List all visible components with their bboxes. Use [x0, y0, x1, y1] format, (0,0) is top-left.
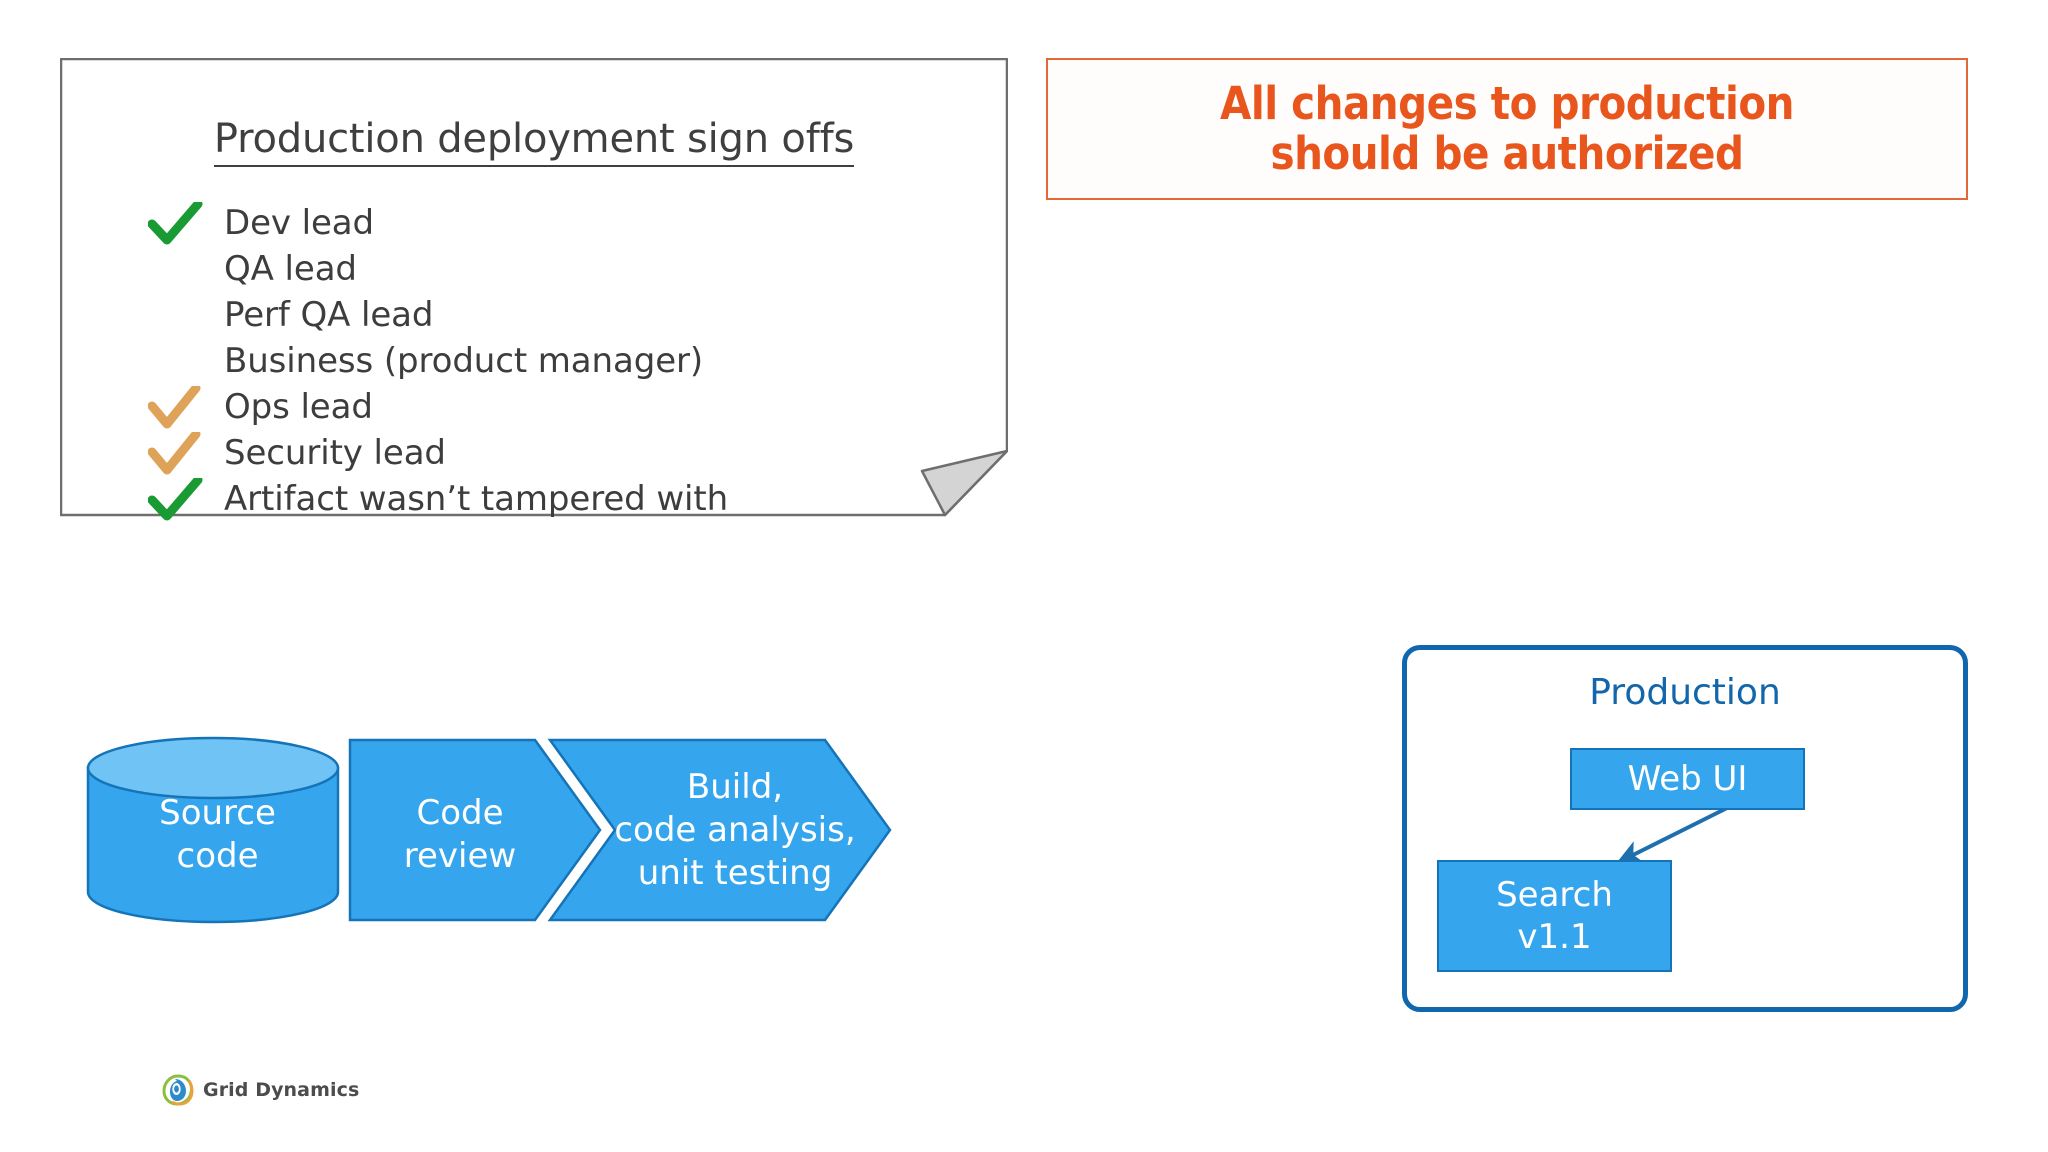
tan-check-icon [148, 386, 201, 429]
note-title-text: Production deployment sign offs [213, 116, 854, 167]
brand-logo: Grid Dynamics [162, 1073, 359, 1107]
web-ui-node-label: Web UI [1627, 758, 1748, 799]
brand-name: Grid Dynamics [203, 1079, 360, 1101]
authorization-line-2: should be authorized [1270, 127, 1744, 180]
tan-check-icon [148, 432, 201, 475]
ci-pipeline-diagram: Source code Code review Build, code anal… [80, 730, 910, 940]
web-ui-node[interactable]: Web UI [1570, 748, 1805, 810]
signoff-label: Business (product manager) [224, 341, 704, 381]
search-node[interactable]: Search v1.1 [1437, 860, 1672, 972]
green-check-icon [148, 202, 203, 245]
build-chevron [547, 738, 892, 922]
green-check-icon [148, 478, 203, 521]
search-node-label: Search [1496, 874, 1613, 915]
production-environment-box: Production Web UI Search v1.1 [1402, 645, 1968, 1012]
signoff-row: Dev lead [148, 200, 968, 246]
note-paper-shape [60, 58, 1008, 517]
note-title: Production deployment sign offs [60, 116, 1008, 167]
signoff-label: Dev lead [224, 203, 375, 243]
signoff-label: Artifact wasn’t tampered with [224, 479, 729, 519]
authorization-callout: All changes to production should be auth… [1046, 58, 1968, 200]
signoff-label: Ops lead [224, 387, 373, 427]
authorization-callout-text: All changes to production should be auth… [1220, 76, 1794, 180]
authorization-line-1: All changes to production [1220, 76, 1794, 130]
signoff-list: Dev lead QA lead Perf QA lead Business (… [148, 200, 968, 522]
signoff-row: QA lead [148, 246, 968, 292]
signoff-label: Security lead [224, 433, 446, 473]
pipeline-shapes [86, 736, 892, 924]
signoff-row: Business (product manager) [148, 338, 968, 384]
signoff-row: Perf QA lead [148, 292, 968, 338]
signoff-row: Artifact wasn’t tampered with [148, 476, 968, 522]
signoff-label: QA lead [224, 249, 357, 289]
search-node-version: v1.1 [1517, 917, 1592, 957]
code-review-chevron [348, 738, 602, 922]
source-code-cylinder [86, 736, 340, 924]
grid-dynamics-swirl-icon [162, 1074, 194, 1106]
signoff-row: Security lead [148, 430, 968, 476]
signoff-row: Ops lead [148, 384, 968, 430]
production-signoffs-note: Production deployment sign offs Dev lead… [60, 58, 1008, 521]
production-label: Production [1589, 672, 1781, 713]
signoff-label: Perf QA lead [224, 295, 434, 335]
